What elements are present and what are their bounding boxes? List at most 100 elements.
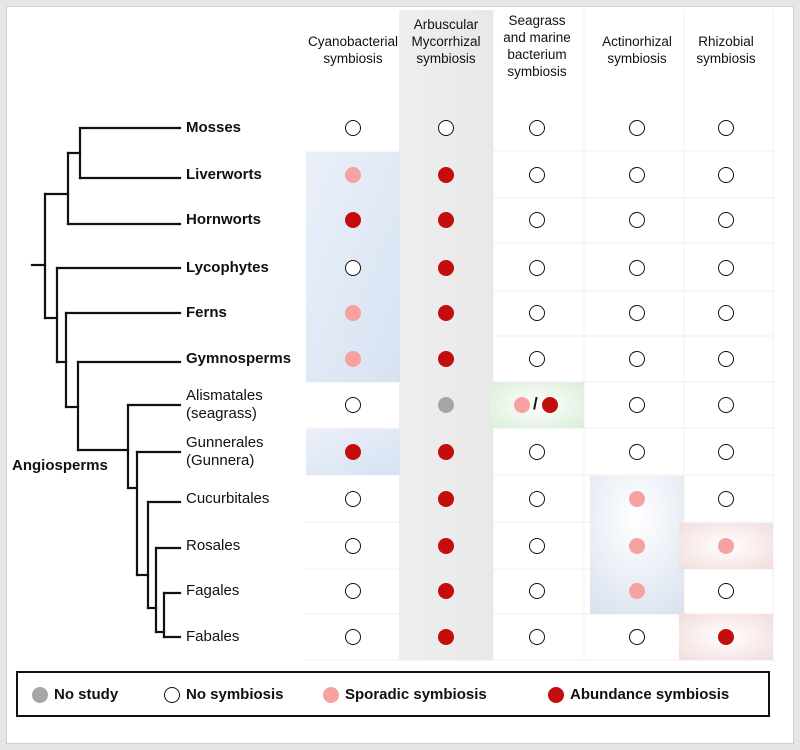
column-header-line: Arbuscular <box>413 17 479 32</box>
abundance-dot <box>438 260 454 276</box>
legend-label: Abundance symbiosis <box>570 686 730 703</box>
no-study-swatch <box>32 687 48 703</box>
sporadic-dot <box>629 583 645 599</box>
taxon-label: Alismatales(seagrass) <box>186 387 263 423</box>
sporadic-dot <box>345 351 361 367</box>
legend: No study No symbiosis Sporadic symbiosis… <box>16 671 770 717</box>
none-dot <box>345 491 361 507</box>
taxon-label-line: Mosses <box>186 119 242 136</box>
legend-label: No study <box>54 686 119 703</box>
taxon-label-line: Liverworts <box>186 166 262 183</box>
sporadic-dot <box>345 305 361 321</box>
abundance-dot <box>438 167 454 183</box>
abundance-dot <box>718 629 734 645</box>
none-dot <box>345 538 361 554</box>
abundance-swatch <box>548 687 564 703</box>
abundance-dot <box>345 212 361 228</box>
column-header-line: symbiosis <box>507 64 567 79</box>
abundance-dot <box>438 212 454 228</box>
column-header-line: symbiosis <box>323 51 383 66</box>
taxon-label-line: Cucurbitales <box>186 490 270 507</box>
none-dot <box>718 305 734 321</box>
abundance-dot <box>438 491 454 507</box>
legend-label: Sporadic symbiosis <box>345 686 487 703</box>
column-header-line: symbiosis <box>607 51 667 66</box>
no-symbiosis-swatch <box>164 687 180 703</box>
none-dot <box>529 212 545 228</box>
taxon-label: Liverworts <box>186 166 262 183</box>
taxon-label-line: Hornworts <box>186 211 261 228</box>
sporadic-swatch <box>323 687 339 703</box>
abundance-dot <box>438 538 454 554</box>
taxon-label: Ferns <box>186 304 227 321</box>
none-dot <box>438 120 454 136</box>
taxon-label-line: (seagrass) <box>186 405 257 422</box>
abundance-dot <box>438 305 454 321</box>
none-dot <box>629 167 645 183</box>
abundance-dot <box>438 351 454 367</box>
angiosperms-label: Angiosperms <box>12 457 108 474</box>
none-dot <box>718 212 734 228</box>
taxon-label-line: Ferns <box>186 304 227 321</box>
none-dot <box>529 629 545 645</box>
taxon-label: Cucurbitales <box>186 490 269 507</box>
none-dot <box>718 351 734 367</box>
none-dot <box>629 212 645 228</box>
none-dot <box>718 120 734 136</box>
sporadic-dot <box>629 538 645 554</box>
abundance-dot <box>345 444 361 460</box>
none-dot <box>529 120 545 136</box>
or-slash: / <box>533 394 538 413</box>
taxon-label-line: Rosales <box>186 537 241 554</box>
none-dot <box>718 167 734 183</box>
none-dot <box>529 305 545 321</box>
column-header-line: Cyanobacterial <box>307 34 399 49</box>
none-dot <box>345 583 361 599</box>
nostudy-dot <box>438 397 454 413</box>
taxon-label: Mosses <box>186 119 241 136</box>
none-dot <box>718 583 734 599</box>
taxon-label: Lycophytes <box>186 259 269 276</box>
none-dot <box>529 260 545 276</box>
column-header-line: symbiosis <box>416 51 476 66</box>
taxon-label: Gymnosperms <box>186 350 291 367</box>
seagrass-highlight <box>490 382 584 428</box>
none-dot <box>718 491 734 507</box>
none-dot <box>718 397 734 413</box>
column-header-line: Rhizobial <box>698 34 754 49</box>
none-dot <box>529 491 545 507</box>
taxon-label-line: (Gunnera) <box>186 452 255 469</box>
abundance-dot <box>438 629 454 645</box>
column-header: Cyanobacterial symbiosis <box>306 33 400 67</box>
none-dot <box>629 120 645 136</box>
none-dot <box>345 629 361 645</box>
sporadic-dot <box>718 538 734 554</box>
taxon-label: Fabales <box>186 628 239 645</box>
none-dot <box>345 397 361 413</box>
none-dot <box>718 260 734 276</box>
taxon-label-line: Gymnosperms <box>186 350 292 367</box>
taxon-label-line: Lycophytes <box>186 259 269 276</box>
abundance-dot <box>438 444 454 460</box>
none-dot <box>629 351 645 367</box>
none-dot <box>718 444 734 460</box>
taxon-label: Fagales <box>186 582 239 599</box>
taxon-label: Gunnerales(Gunnera) <box>186 434 264 470</box>
column-header-line: bacterium <box>507 47 567 62</box>
sporadic-dot <box>514 397 530 413</box>
taxon-label-line: Gunnerales <box>186 434 264 451</box>
column-header-line: and marine <box>503 30 571 45</box>
none-dot <box>629 444 645 460</box>
legend-label: No symbiosis <box>186 686 284 703</box>
column-header-line: symbiosis <box>696 51 756 66</box>
none-dot <box>629 260 645 276</box>
taxon-label-line: Alismatales <box>186 387 263 404</box>
column-header: Actinorhizal symbiosis <box>590 33 684 67</box>
column-header-line: Actinorhizal <box>602 34 672 49</box>
none-dot <box>529 583 545 599</box>
none-dot <box>529 167 545 183</box>
abundance-dot <box>542 397 558 413</box>
